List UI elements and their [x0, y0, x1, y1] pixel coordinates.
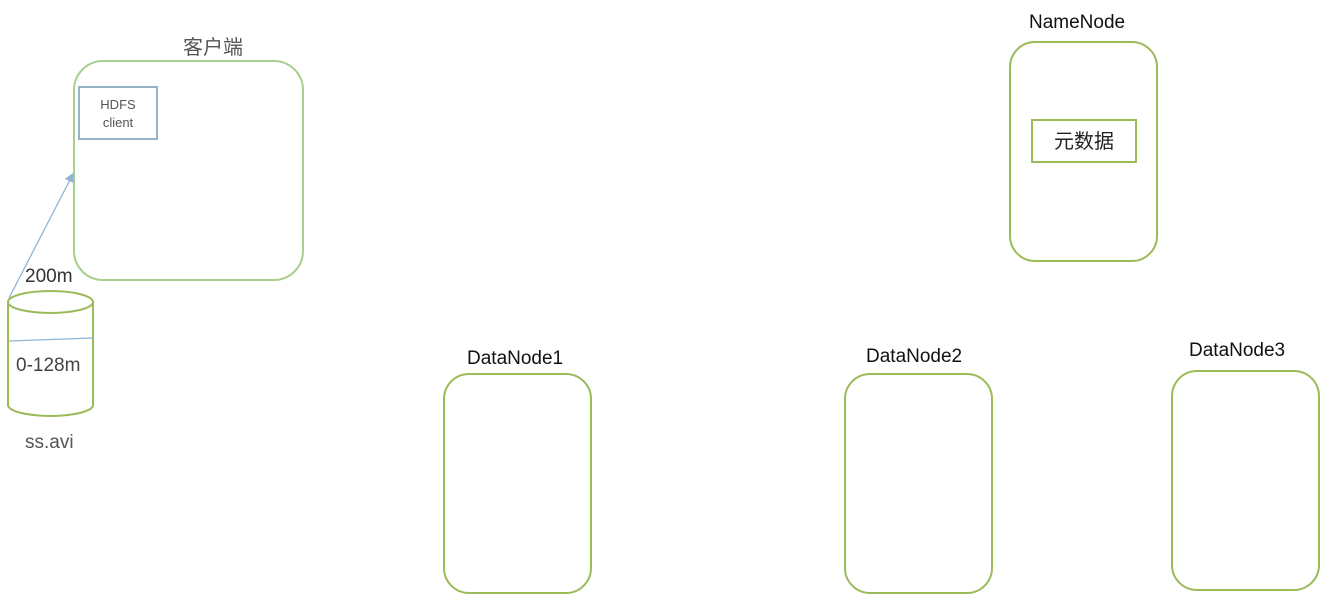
datanode1-box — [443, 373, 592, 594]
namenode-title: NameNode — [1029, 12, 1126, 33]
datanode3-box — [1171, 370, 1320, 591]
file-name: ss.avi — [25, 432, 74, 453]
hdfs-client-box: HDFS client — [78, 86, 158, 140]
hdfs-client-line1: HDFS — [100, 97, 136, 112]
metadata-box: 元数据 — [1031, 119, 1137, 163]
datanode1-title: DataNode1 — [467, 348, 564, 369]
file-size-label: 200m — [25, 266, 73, 287]
block-divider — [8, 337, 94, 342]
hdfs-client-line2: client — [102, 115, 134, 130]
upload-arrow — [8, 172, 74, 299]
file-cylinder — [7, 290, 94, 417]
metadata-label: 元数据 — [1054, 129, 1114, 153]
datanode2-title: DataNode2 — [866, 346, 963, 367]
block-label: 0-128m — [16, 355, 81, 376]
datanode2-box — [844, 373, 993, 594]
client-title: 客户端 — [183, 35, 243, 59]
datanode3-title: DataNode3 — [1189, 340, 1286, 361]
